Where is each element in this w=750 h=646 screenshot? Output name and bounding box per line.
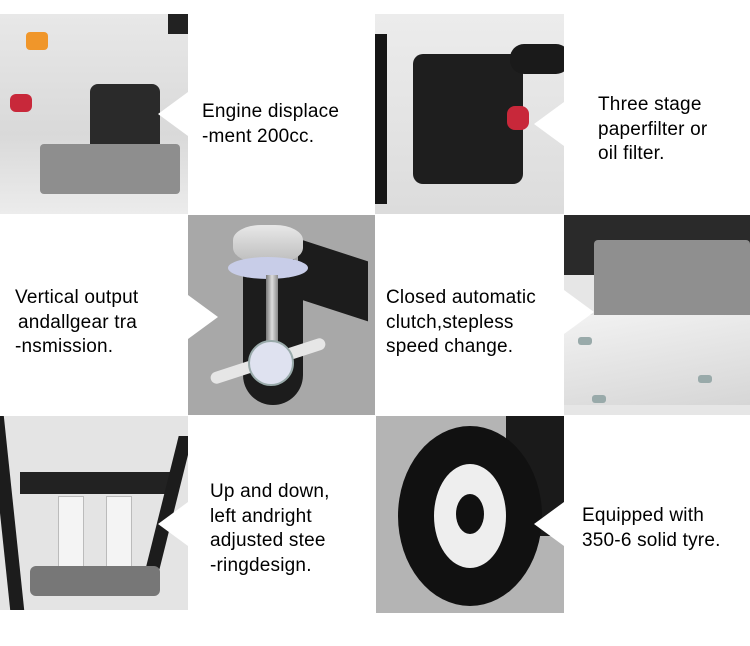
feature-text-tyre: Equipped with 350-6 solid tyre.	[582, 505, 721, 551]
clutch-plate	[564, 315, 750, 405]
callout-arrow	[188, 295, 218, 339]
frame-top	[168, 14, 188, 34]
wheel-hub	[456, 494, 484, 534]
vertical-shaft	[266, 275, 278, 355]
engine-photo	[0, 14, 188, 214]
bolt	[578, 337, 592, 345]
clutch-engine-body	[594, 240, 750, 320]
callout-arrow	[534, 102, 564, 146]
feature-text-transmission: Vertical output andallgear tra -nsmissio…	[15, 287, 139, 357]
steering-handle-left	[0, 416, 25, 610]
bevel-gear	[248, 340, 294, 386]
filter-photo	[375, 14, 564, 214]
gear-ring	[228, 257, 308, 279]
steering-photo	[0, 416, 188, 610]
gearbox-render	[188, 215, 375, 415]
feature-text-steering: Up and down, left andright adjusted stee…	[210, 481, 330, 576]
callout-arrow	[534, 502, 564, 546]
gearbox-cup	[233, 225, 303, 263]
feature-text-clutch: Closed automatic clutch,stepless speed c…	[386, 287, 536, 357]
fuel-knob	[10, 94, 32, 112]
callout-arrow	[158, 92, 188, 136]
steering-base	[30, 566, 160, 596]
oil-cap	[26, 32, 48, 50]
clutch-photo	[564, 215, 750, 415]
handle-bar	[375, 34, 387, 204]
tyre-photo	[376, 416, 564, 613]
gearbox-arm	[298, 238, 368, 322]
steering-crossbar	[20, 472, 170, 494]
engine-block	[40, 144, 180, 194]
callout-arrow	[158, 502, 188, 546]
feature-text-engine: Engine displace -ment 200cc.	[202, 101, 340, 147]
callout-arrow	[564, 290, 594, 334]
bolt	[698, 375, 712, 383]
bolt	[592, 395, 606, 403]
filter-housing	[413, 54, 523, 184]
feature-text-filter: Three stage paperfilter or oil filter.	[598, 94, 708, 164]
red-knob	[507, 106, 529, 130]
intake-hose	[510, 44, 564, 74]
